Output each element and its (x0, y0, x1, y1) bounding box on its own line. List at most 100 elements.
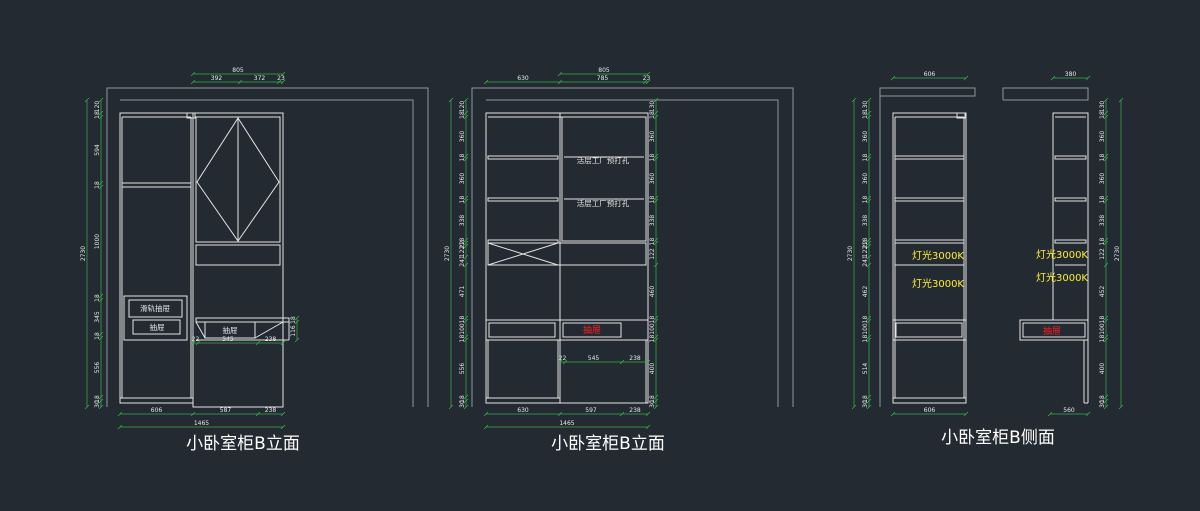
dimension-label: 2730 (847, 246, 854, 261)
dimension-tick (1103, 237, 1109, 243)
dimension-tick (653, 315, 659, 321)
dimension-label: 30 (649, 400, 656, 408)
dimension-tick (1103, 110, 1109, 116)
dimension-tick (98, 97, 104, 103)
dimension-tick (653, 195, 659, 201)
shelf-note: 活层工厂预打孔 (577, 198, 630, 208)
dimension-label: 18 (1099, 316, 1106, 324)
dimension-label: 30 (862, 400, 869, 408)
dimension-label: 338 (459, 215, 466, 227)
dimension-label: 18 (649, 196, 656, 204)
dimension-label: 360 (649, 173, 656, 185)
dimension-tick (645, 359, 651, 365)
dimension-label: 805 (232, 67, 244, 74)
dimension-label: 22 (862, 241, 869, 249)
desk-drawer-label: 抽屉 (223, 325, 238, 335)
dimension-label: 18 (459, 395, 466, 403)
dimension-label: 18 (459, 335, 466, 343)
elevation-b-middle (471, 87, 794, 407)
dimension-label: 18 (1099, 238, 1106, 246)
dimension-label: 2730 (1114, 246, 1121, 261)
dimension-tick (190, 71, 196, 77)
dimension-tick (1103, 337, 1109, 343)
dimension-label: 120 (94, 101, 101, 113)
dimension-label: 400 (649, 363, 656, 375)
dimension-label: 18 (649, 154, 656, 162)
drawer-label: 抽屉 (150, 322, 165, 332)
dimension-tick (653, 337, 659, 343)
dimension-label: 556 (459, 363, 466, 375)
dimension-tick (98, 331, 104, 337)
dimension-tick (645, 411, 651, 417)
dimension-tick (463, 315, 469, 321)
dimension-tick (98, 398, 104, 404)
display-cabinet-section (186, 112, 290, 408)
dimension-label: 360 (1099, 173, 1106, 185)
dimension-label: 338 (862, 215, 869, 227)
dimension-label: 30 (94, 400, 101, 408)
wall-outline (471, 87, 794, 407)
dimension-label: 597 (585, 407, 597, 414)
dimension-tick (866, 404, 872, 410)
dimension-label: 587 (220, 407, 232, 414)
dimension-tick (463, 243, 469, 249)
dimension-tick (1050, 75, 1056, 81)
side-cabinet-left (892, 112, 967, 404)
dimension-tick (1103, 97, 1109, 103)
dimension-tick (280, 71, 286, 77)
dimension-label: 100 (649, 323, 656, 335)
dimension-label: 18 (94, 111, 101, 119)
dimension-label: 1465 (194, 420, 209, 427)
dimension-label: 462 (862, 286, 869, 298)
dimension-tick (653, 262, 659, 268)
dimension-label: 556 (94, 362, 101, 374)
dimension-tick (190, 340, 196, 346)
light-note: 灯光3000K (912, 277, 964, 290)
dimension-label: 345 (94, 311, 101, 323)
dimension-label: 23 (643, 75, 651, 82)
dimension-tick (890, 411, 896, 417)
dimension-label: 545 (588, 355, 600, 362)
light-note: 灯光3000K (1036, 248, 1088, 261)
dimension-label: 360 (649, 131, 656, 143)
dimension-label: 545 (222, 336, 234, 343)
drawer-label-red: 抽屉 (1043, 325, 1061, 337)
dimension-label: 360 (1099, 131, 1106, 143)
dimension-tick (98, 293, 104, 299)
dimension-tick (866, 237, 872, 243)
dimension-tick (117, 424, 123, 430)
dimension-tick (866, 394, 872, 400)
dimension-tick (1103, 156, 1109, 162)
dimension-tick (653, 237, 659, 243)
dimension-tick (463, 110, 469, 116)
dimension-label: 238 (629, 355, 641, 362)
dimension-tick (866, 334, 872, 340)
dimension-label: 18 (862, 316, 869, 324)
dimension-tick (645, 71, 651, 77)
annotations: 滑轨抽屉 抽屉 抽屉 活层工厂预打孔 活层工厂预打孔 抽屉 灯光3000K 灯光… (140, 155, 1088, 337)
dimension-label: 360 (459, 173, 466, 185)
dimension-tick (1103, 153, 1109, 159)
dimension-tick (653, 240, 659, 246)
dimension-tick (653, 97, 659, 103)
dimension-label: 241 (459, 255, 466, 267)
dimension-label: 18 (862, 335, 869, 343)
dimension-label: 100 (459, 323, 466, 335)
dimension-tick (190, 411, 196, 417)
dimension-tick (653, 156, 659, 162)
dimension-tick (448, 404, 454, 410)
dimension-tick (645, 79, 651, 85)
dimension-tick (653, 318, 659, 324)
dimension-tick (463, 156, 469, 162)
dimension-label: 360 (862, 173, 869, 185)
dimension-tick (195, 340, 201, 346)
dimension-tick (866, 153, 872, 159)
dimension-tick (463, 254, 469, 260)
dimension-tick (562, 359, 568, 365)
dimension-tick (1118, 404, 1124, 410)
wall-outline (879, 87, 1089, 407)
dimension-label: 100 (862, 323, 869, 335)
dimension-tick (851, 97, 857, 103)
dimension-tick (280, 79, 286, 85)
dimension-tick (653, 153, 659, 159)
